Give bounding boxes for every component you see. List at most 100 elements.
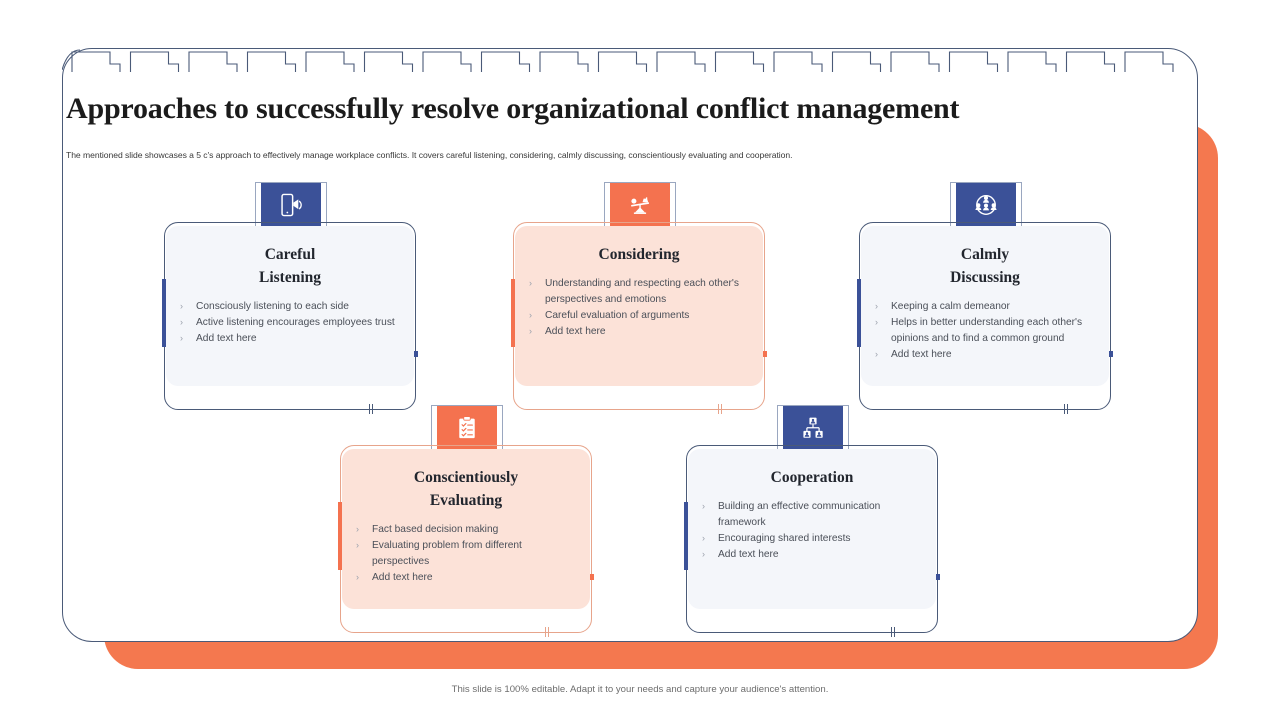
list-item: › Add text here (356, 570, 576, 586)
accent-bar-1 (162, 279, 168, 347)
list-item: › Add text here (180, 331, 400, 347)
card-title-line1-3: Calmly (960, 246, 1010, 263)
edge-marker-3 (1107, 351, 1113, 357)
bullet-text: Add text here (718, 548, 779, 560)
chevron-right-icon: › (356, 571, 359, 582)
chevron-right-icon: › (875, 316, 878, 327)
chevron-right-icon: › (529, 277, 532, 288)
bullet-text: Consciously listening to each side (196, 300, 349, 312)
chevron-right-icon: › (180, 332, 183, 343)
bullet-text: Add text here (196, 332, 257, 344)
bullet-text: Keeping a calm demeanor (891, 300, 1010, 312)
balance-scale-icon (610, 183, 670, 227)
bullet-list-5: › Building an effective communication fra… (702, 499, 922, 563)
bullet-text: Add text here (372, 571, 433, 583)
bullet-list-1: › Consciously listening to each side › Acti… (180, 299, 400, 347)
chevron-right-icon: › (702, 548, 705, 559)
bullet-text: Building an effective communication fram… (718, 500, 881, 528)
card-title-line1-5: Cooperation (770, 469, 854, 486)
chevron-right-icon: › (529, 309, 532, 320)
bullet-text: Fact based decision making (372, 523, 499, 535)
card-outline-frame-4 (338, 445, 594, 637)
card-title-line1-1: Careful (264, 246, 316, 263)
card-outline-frame-3 (857, 222, 1113, 414)
icon-box-4 (431, 405, 503, 451)
chevron-right-icon: › (875, 300, 878, 311)
footer-note: This slide is 100% editable. Adapt it to… (451, 684, 829, 695)
bullet-text: Understanding and respecting each other'… (545, 277, 739, 305)
list-item: › Building an effective communication fra… (702, 499, 922, 531)
chevron-right-icon: › (875, 348, 878, 359)
clipboard-checklist-icon (437, 406, 497, 450)
bullet-text: Careful evaluation of arguments (545, 309, 690, 321)
chevron-right-icon: › (702, 500, 705, 511)
chevron-right-icon: › (180, 300, 183, 311)
bullet-text: Evaluating problem from different perspe… (372, 539, 522, 567)
bullet-text: Active listening encourages employees tr… (196, 316, 395, 328)
list-item: › Keeping a calm demeanor (875, 299, 1095, 315)
card-title-line2-1: Listening (258, 268, 321, 286)
card-title-line2-3: Discussing (950, 268, 1020, 286)
card-outline-frame-1 (162, 222, 418, 414)
bullet-list-3: › Keeping a calm demeanor › Helps in better… (875, 299, 1095, 363)
tick-marker-2 (716, 404, 726, 414)
org-chart-icon (783, 406, 843, 450)
card-title-5: Cooperation (702, 467, 922, 490)
list-item: › Careful evaluation of arguments (529, 308, 749, 324)
card-title-line1-4: Conscientiously (413, 469, 519, 486)
accent-bar-3 (857, 279, 863, 347)
chevron-right-icon: › (702, 532, 705, 543)
list-item: ›Add text here (529, 324, 749, 340)
list-item: › Evaluating problem from different persp… (356, 538, 576, 570)
bullet-text: Add text here (545, 325, 606, 337)
bullet-text: Add text here (891, 348, 952, 360)
bullet-list-4: › Fact based decision making › Evaluating p… (356, 522, 576, 586)
edge-marker-5 (934, 574, 940, 580)
card-title-line2-4: Evaluating (429, 491, 503, 509)
edge-marker-4 (588, 574, 594, 580)
list-item: › Helps in better understanding each othe… (875, 315, 1095, 347)
page-title: Approaches to successfully resolve organ… (66, 92, 960, 125)
list-item: › Consciously listening to each side (180, 299, 400, 315)
edge-marker-1 (412, 351, 418, 357)
edge-marker-2 (761, 351, 767, 357)
card-title-2: Considering (529, 244, 749, 267)
list-item: › Add text here (875, 347, 1095, 363)
list-item: › Understanding and respecting each other… (529, 276, 749, 308)
card-title-line1-2: Considering (598, 246, 680, 263)
card-outline-frame-2 (511, 222, 767, 414)
chevron-right-icon: › (180, 316, 183, 327)
bullet-text: Helps in better understanding each other… (891, 316, 1083, 344)
card-body-2: Considering › Understanding and respecting… (515, 226, 763, 386)
chevron-right-icon: › (356, 539, 359, 550)
list-item: › Add text here (702, 547, 922, 563)
bullet-list-2: › Understanding and respecting each other… (529, 276, 749, 340)
chevron-right-icon: › (356, 523, 359, 534)
icon-box-3 (950, 182, 1022, 228)
tick-marker-5 (889, 627, 899, 637)
list-item: › Encouraging shared interests (702, 531, 922, 547)
bullet-text: Encouraging shared interests (718, 532, 851, 544)
page-subtitle: The mentioned slide showcases a 5 c's ap… (66, 150, 793, 160)
list-item: › Fact based decision making (356, 522, 576, 538)
icon-box-2 (604, 182, 676, 228)
team-network-icon (956, 183, 1016, 227)
tick-marker-4 (543, 627, 553, 637)
accent-bar-2 (511, 279, 517, 347)
tick-marker-3 (1062, 404, 1072, 414)
mobile-listening-icon (261, 183, 321, 227)
notebook-binding-decoration (62, 49, 1174, 72)
accent-bar-5 (684, 502, 690, 570)
card-body-5: Cooperation › Building an effective commun… (688, 449, 936, 609)
card-outline-frame-5 (684, 445, 940, 637)
accent-bar-4 (338, 502, 344, 570)
list-item: › Active listening encourages employees t… (180, 315, 400, 331)
tick-marker-1 (367, 404, 377, 414)
